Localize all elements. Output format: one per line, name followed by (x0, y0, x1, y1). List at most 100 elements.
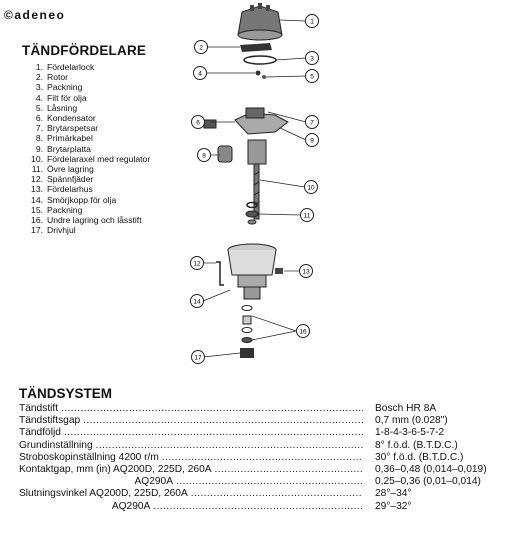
part-number: 12. (31, 174, 43, 185)
part-number: 14. (31, 194, 43, 205)
callout-17: 17 (191, 350, 205, 364)
part-label: Kondensator (47, 113, 96, 124)
breaker-plate (203, 107, 289, 135)
svg-text:1: 1 (310, 18, 314, 25)
dot-leader: ........................................… (176, 476, 363, 488)
parts-list-item: 8.Primärkabel (30, 133, 150, 143)
dot-leader: ........................................… (161, 451, 363, 463)
spec-row: AQ290A..................................… (19, 501, 509, 513)
spec-row: Kontaktgap, mm (in) AQ200D, 225D, 260A..… (19, 464, 509, 476)
parts-list-item: 12. Spännfjäder (30, 174, 150, 184)
part-number: 15. (31, 204, 43, 215)
callout-8: 8 (197, 148, 211, 162)
part-number: 3. (35, 82, 43, 93)
svg-text:11: 11 (304, 212, 311, 219)
callout-9: 9 (305, 133, 319, 147)
parts-list-item: 6.Kondensator (30, 113, 150, 123)
part-number: 10. (31, 153, 43, 164)
part-label: Brytarspetsar (47, 123, 99, 134)
spec-label: AQ290A (19, 476, 173, 488)
oil-cup (275, 268, 283, 274)
part-label: Övre lagring (47, 164, 94, 175)
distributor-cap (237, 3, 283, 41)
dot-leader: ........................................… (153, 500, 363, 512)
callout-10: 10 (304, 180, 318, 194)
svg-text:2: 2 (199, 44, 203, 51)
parts-list-item: 1.Fördelarlock (30, 62, 150, 72)
spec-label: Grundinställning (19, 439, 93, 451)
parts-list-item: 14.Smörjkopp för olja (30, 195, 150, 205)
parts-list-item: 5. Låsning (30, 103, 150, 113)
part-label: Spännfjäder (47, 174, 94, 185)
part-label: Packning (47, 82, 83, 93)
svg-text:5: 5 (310, 73, 314, 80)
part-number: 2. (35, 72, 43, 83)
part-number: 16. (31, 215, 43, 226)
svg-text:17: 17 (194, 354, 202, 361)
part-number: 8. (35, 133, 43, 144)
callout-1: 1 (305, 14, 319, 28)
parts-title: TÄNDFÖRDELARE (22, 43, 147, 58)
svg-text:9: 9 (310, 137, 314, 144)
spec-value: 8° f.ö.d. (B.T.D.C.) (375, 439, 458, 451)
part-label: Brytarplatta (47, 143, 91, 154)
svg-text:13: 13 (302, 268, 310, 275)
parts-list-item: 15. Packning (30, 205, 150, 215)
parts-list-item: 11. Övre lagring (30, 164, 150, 174)
parts-list-item: 3. Packning (30, 82, 150, 92)
svg-text:16: 16 (299, 328, 307, 335)
leader-lines (202, 19, 307, 358)
parts-list-item: 13.Fördelarhus (30, 184, 150, 194)
callout-5: 5 (305, 69, 319, 83)
callout-13: 13 (299, 264, 313, 278)
part-number: 7. (35, 123, 43, 134)
part-number: 5. (35, 102, 43, 113)
spring-clip (216, 261, 224, 286)
parts-list-item: 7. Brytarspetsar (30, 123, 150, 133)
svg-text:6: 6 (196, 119, 200, 126)
part-number: 4. (35, 92, 43, 103)
brand-name: adeneo (14, 8, 66, 22)
spec-row: Slutningsvinkel AQ200D, 225D, 260A......… (19, 488, 509, 500)
part-number: 1. (35, 62, 43, 72)
part-label: Packning (47, 204, 83, 215)
part-label: Låsning (47, 102, 78, 113)
callout-12: 12 (190, 256, 204, 270)
parts-list-item: 9.Brytarplatta (30, 144, 150, 154)
callout-11: 11 (300, 208, 314, 222)
upper-bearing (245, 201, 259, 225)
spec-row: Stroboskopinställning 4200 r/m..........… (19, 452, 509, 464)
svg-text:14: 14 (193, 298, 201, 305)
drive-gear (240, 348, 254, 358)
condenser (217, 145, 233, 163)
system-title: TÄNDSYSTEM (19, 386, 113, 401)
callout-3: 3 (305, 51, 319, 65)
part-number: 11. (31, 164, 43, 175)
spec-value: Bosch HR 8A (375, 403, 437, 414)
parts-list-item: 2. Rotor (30, 72, 150, 82)
svg-text:12: 12 (193, 260, 201, 267)
part-label: Fördelaraxel med regulator (47, 153, 151, 164)
parts-list-item: 4. Filt för olja (30, 93, 150, 103)
callout-2: 2 (194, 40, 208, 54)
parts-list-item: 17.Drivhjul (30, 225, 150, 235)
svg-text:8: 8 (202, 152, 206, 159)
lock-ring (262, 75, 266, 79)
lower-bearing (241, 305, 253, 343)
svg-text:3: 3 (310, 55, 314, 62)
spec-label: Slutningsvinkel AQ200D, 225D, 260A (19, 488, 188, 500)
spec-value: 28°–34° (375, 488, 412, 500)
spec-label: Tändföljd (19, 427, 61, 439)
callout-16: 16 (296, 324, 310, 338)
part-label: Rotor (47, 72, 69, 83)
distributor-shaft (247, 139, 267, 220)
spec-value: 1-8-4-3-6-5-7-2 (375, 427, 445, 439)
part-label: Filt för olja (47, 92, 87, 103)
spec-label: Kontaktgap, mm (in) AQ200D, 225D, 260A (19, 464, 212, 475)
dot-leader: ........................................… (190, 488, 363, 500)
part-label: Drivhjul (47, 225, 76, 236)
spec-label: AQ290A (19, 500, 151, 512)
svg-text:10: 10 (307, 184, 315, 191)
rotor (240, 43, 272, 52)
